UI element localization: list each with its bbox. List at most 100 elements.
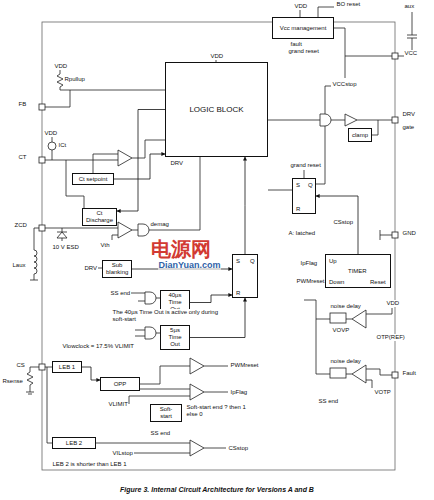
comparator-symbol — [190, 358, 204, 374]
signal-connector — [245, 157, 246, 254]
pin-pad — [392, 53, 398, 59]
signal-label: PWMreset — [230, 362, 259, 369]
box-text: Ct setpoint — [76, 176, 110, 183]
signal-label: grand reset — [290, 162, 321, 169]
pin-pad — [392, 117, 398, 123]
box-text: Down — [329, 279, 344, 285]
timer-box: UpDownTIMERReset — [325, 254, 391, 288]
watermark: DianYuan.com — [158, 261, 221, 271]
box-text: LOGIC BLOCK — [169, 105, 264, 114]
box-text: TIMER — [348, 268, 367, 274]
signal-label: SS end — [150, 430, 171, 437]
comparator-symbol — [352, 310, 366, 328]
comparator-symbol — [352, 365, 366, 383]
zcd-wire — [45, 228, 118, 229]
management-box: Vcc management — [272, 17, 334, 39]
box-text: OPP — [104, 381, 136, 388]
signal-label: noise delay — [330, 303, 361, 310]
comparator-output — [204, 448, 226, 449]
signal-label: ZCD — [14, 222, 27, 229]
and-gate-symbol — [145, 292, 156, 304]
box-text: Q — [250, 258, 255, 264]
pin-pad — [392, 232, 398, 238]
signal-connector — [316, 196, 358, 254]
box-text: S — [236, 258, 240, 264]
signal-connector — [114, 154, 165, 179]
demag-wire — [149, 157, 200, 230]
signal-label: BO reset — [336, 1, 361, 8]
signal-label: ICt — [58, 142, 67, 149]
latch-box: SQR — [232, 254, 258, 298]
signal-label: DRV — [170, 160, 184, 167]
noise-delay-symbol — [330, 313, 346, 323]
signal-label: VILstop — [112, 450, 133, 457]
signal-label: VDD — [44, 130, 58, 137]
capacitor-symbol — [398, 12, 417, 56]
drv-wire — [268, 120, 392, 121]
process-box: Ct Discharge — [82, 208, 117, 226]
fault-or-wire — [304, 300, 330, 374]
figure-caption: Figure 3. Internal Circuit Architecture … — [0, 486, 434, 494]
pin-pad — [392, 372, 398, 378]
pin-pad — [39, 157, 45, 163]
signal-connector — [117, 110, 165, 212]
process-box: Ct setpoint — [72, 173, 114, 185]
box-text: R — [296, 206, 300, 212]
pin-pad — [39, 364, 45, 370]
gate-input — [130, 293, 145, 301]
signal-label: SS end — [110, 290, 131, 297]
gate-input — [135, 330, 145, 336]
ovp-wire — [346, 308, 392, 319]
box-text: LEB 1 — [56, 364, 78, 371]
ct-wire — [45, 160, 118, 161]
signal-label: The 40µs Time Out is active only during … — [112, 309, 223, 322]
signal-label: CSstop — [228, 445, 249, 452]
signal-label: VOVP — [332, 327, 350, 334]
buffer-symbol — [345, 114, 357, 126]
box-text: LEB 2 — [56, 440, 92, 447]
gate-wire — [132, 230, 138, 231]
signal-label: IpFlag — [230, 389, 248, 396]
signal-connector — [190, 295, 232, 303]
box-text: clamp — [352, 132, 368, 139]
and-gate-symbol — [145, 327, 156, 339]
signal-label: grand reset — [288, 48, 319, 55]
comparator-symbol — [118, 150, 132, 166]
box-text: Reset — [370, 279, 386, 285]
signal-label: Rpullup — [64, 76, 85, 83]
signal-label: CSstop — [333, 219, 354, 226]
setpoint-wire — [93, 154, 118, 173]
and-gate-symbol — [320, 114, 331, 126]
signal-label: DRV — [84, 265, 98, 272]
signal-label: A: latched — [288, 230, 316, 237]
signal-label: fault — [290, 41, 302, 48]
signal-label: VCC — [404, 50, 418, 57]
signal-label: Rsense — [2, 378, 23, 385]
signal-label: Vth — [100, 242, 110, 249]
signal-label: GND — [402, 230, 416, 237]
signal-label: gate — [402, 124, 415, 131]
clamp-box: clamp — [348, 128, 372, 142]
zener-symbol — [57, 228, 67, 241]
cs-wire — [45, 367, 52, 443]
signal-label: noise delay — [330, 358, 361, 365]
vccstop-wire — [325, 86, 331, 114]
signal-label: OTP(REF) — [376, 334, 405, 341]
signal-label: SS end — [318, 398, 339, 405]
signal-label: VDD — [386, 300, 400, 307]
timer-box: 5µs Time Out — [160, 325, 190, 350]
comparator-output — [204, 366, 228, 392]
signal-label: VDD — [210, 53, 224, 60]
process-box: Soft-start — [150, 404, 182, 422]
signal-label: CT — [18, 154, 27, 161]
otp-wire — [346, 369, 392, 388]
signal-label: CS — [16, 362, 25, 369]
signal-label: Soft-start end ? then 1 else 0 — [186, 404, 257, 417]
signal-label: aux — [404, 3, 415, 10]
signal-label: Laux — [12, 262, 26, 269]
inductor-symbol — [30, 228, 39, 280]
box-text: Q — [308, 182, 313, 188]
signal-label: VLIMIT — [108, 401, 128, 408]
resistor-symbol — [26, 367, 39, 394]
